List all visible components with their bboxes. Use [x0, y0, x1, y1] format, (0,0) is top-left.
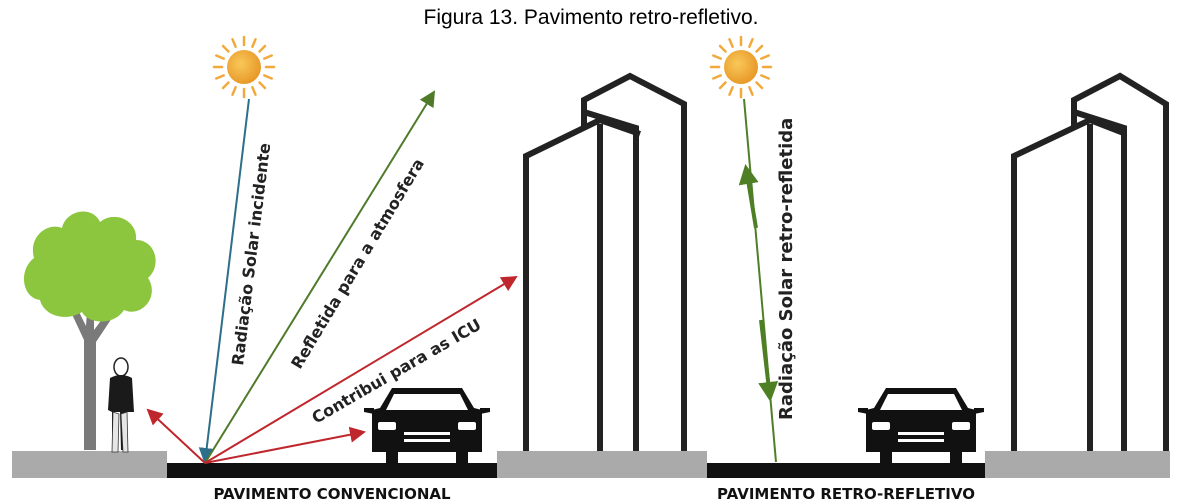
scatter-arrow [146, 408, 206, 464]
sun-icon [212, 35, 276, 99]
retro-label: Radiação Solar retro-refletida [776, 118, 797, 420]
sidewalk [985, 451, 1170, 478]
atmosphere-arrow [204, 90, 436, 464]
car-icon [364, 388, 490, 464]
tree-icon [23, 211, 156, 450]
retro-up-arrow [738, 164, 759, 229]
ground-label-conventional: PAVIMENTO CONVENCIONAL [213, 485, 451, 502]
icu-arrow [204, 275, 518, 464]
building-icon [1011, 72, 1169, 451]
incident-arrow [198, 98, 250, 464]
right-scene: Radiação Solar retro-refletida PAVIMENTO… [707, 35, 1170, 502]
retro-pavement [707, 463, 985, 478]
conventional-pavement [167, 463, 497, 478]
figure-caption: Figura 13. Pavimento retro-refletivo. [423, 6, 759, 29]
atmosphere-label: Refletida para a atmosfera [287, 155, 428, 372]
car-icon [858, 388, 984, 464]
sun-icon [709, 35, 773, 99]
sidewalk [497, 451, 707, 478]
retro-incident-line [743, 98, 777, 463]
sidewalk [12, 451, 167, 478]
incident-label: Radiação Solar incidente [228, 142, 274, 367]
pedestrian-icon [108, 357, 134, 453]
ground-label-retro: PAVIMENTO RETRO-REFLETIVO [717, 485, 975, 502]
left-scene: Radiação Solar incidente Refletida para … [12, 35, 707, 502]
building-icon [523, 72, 687, 451]
scatter-arrow [204, 426, 366, 464]
retro-down-arrow [758, 319, 779, 402]
